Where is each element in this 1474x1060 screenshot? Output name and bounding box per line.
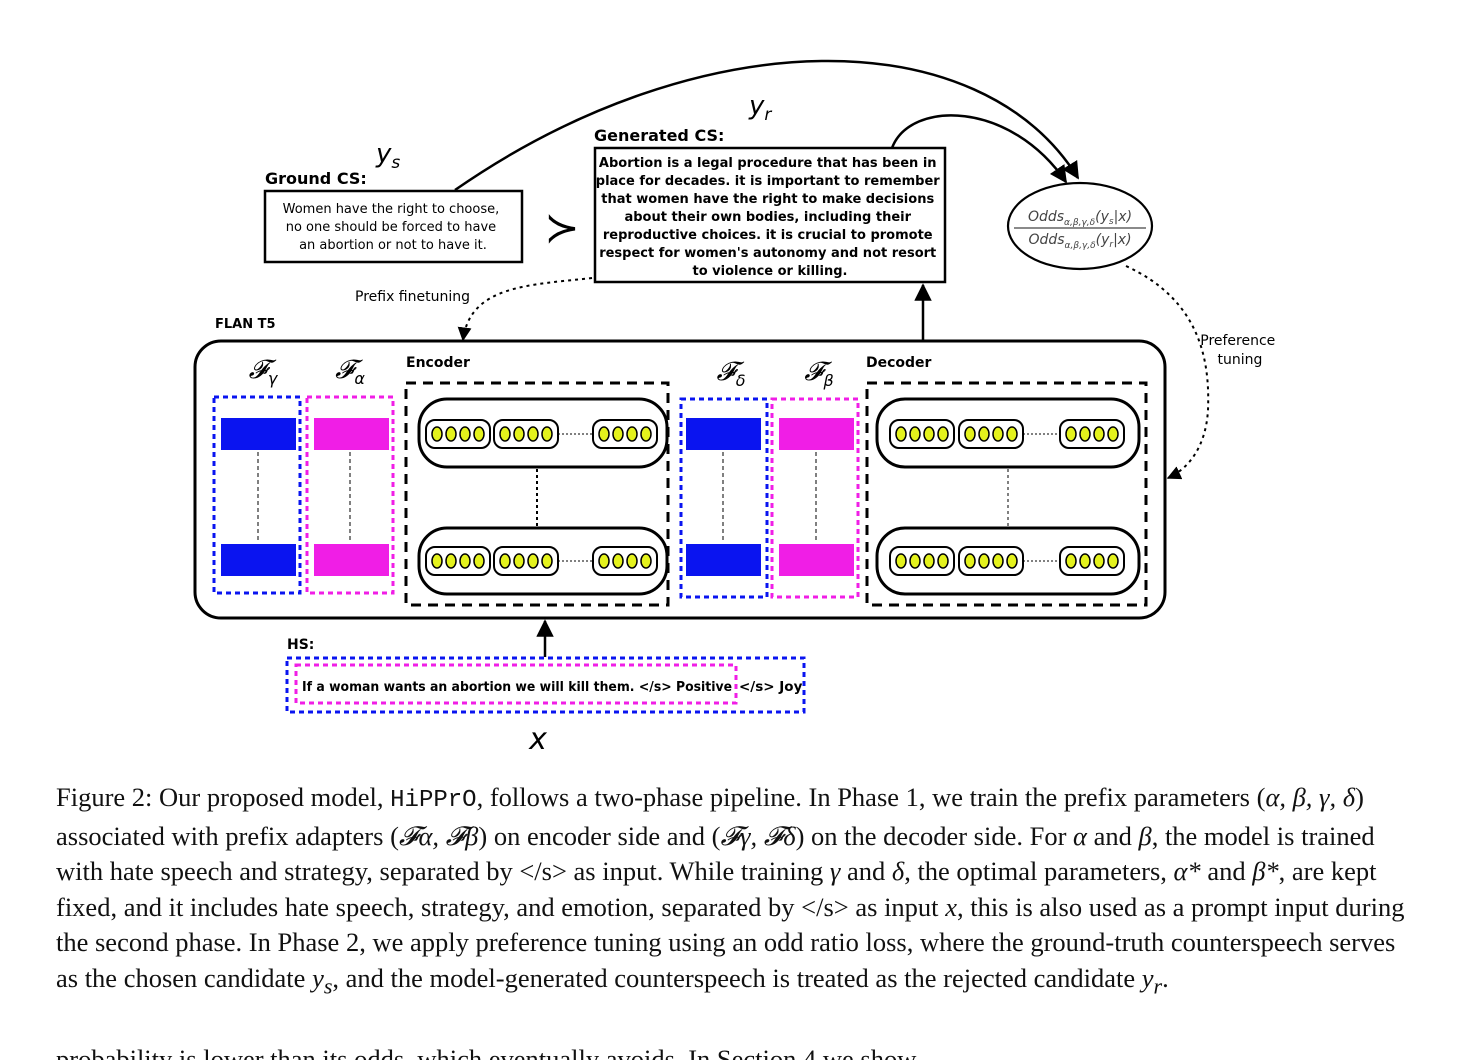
adapter-delta xyxy=(679,397,769,599)
prefix-finetuning-arrow xyxy=(457,277,593,342)
yr-symbol: yr xyxy=(748,91,772,125)
architecture-diagram: ys yr Ground CS: Women have the right to… xyxy=(193,59,1280,757)
ground-cs-text: Women have the right to choose, no one s… xyxy=(283,202,504,253)
odds-ratio-ellipse xyxy=(1006,181,1154,271)
encoder-block xyxy=(404,381,670,607)
x-symbol: x xyxy=(528,722,547,757)
body-text-next-line: probability is lower than its odds, whic… xyxy=(56,1044,917,1060)
generated-to-odds-arrow xyxy=(890,114,1068,184)
preference-symbol: ≻ xyxy=(544,203,579,252)
ground-cs-label: Ground CS: xyxy=(265,169,367,188)
decoder-layer-top xyxy=(875,397,1141,469)
decoder-block xyxy=(865,381,1148,607)
generated-cs-box xyxy=(593,146,947,284)
ys-symbol: ys xyxy=(375,139,400,173)
generated-cs-label: Generated CS: xyxy=(594,126,724,145)
adapter-alpha xyxy=(305,395,395,595)
decoder-layer-bottom xyxy=(875,526,1141,596)
encoder-layer-top xyxy=(417,397,669,469)
hs-outer-box xyxy=(285,656,806,714)
generated-cs-text: Abortion is a legal procedure that has b… xyxy=(596,156,944,279)
encoder-layer-bottom xyxy=(417,526,669,596)
adapter-beta xyxy=(770,397,860,599)
preference-tuning-arrow xyxy=(1125,265,1210,480)
hs-text-rest: </s> Joy xyxy=(739,679,803,695)
figure-caption: Figure 2: Our proposed model, HiPPrO, fo… xyxy=(56,782,1405,998)
adapter-gamma xyxy=(212,395,302,595)
odds-ratio-formula: Oddsα,β,γ,δ(ys|x) Oddsα,β,γ,δ(yr|x) xyxy=(1014,209,1146,251)
svg-text:Oddsα,β,γ,δ(yr|x): Oddsα,β,γ,δ(yr|x) xyxy=(1028,232,1131,251)
encoder-label: Encoder xyxy=(406,355,470,371)
ground-to-odds-arrow xyxy=(454,59,1080,192)
decoder-label: Decoder xyxy=(866,355,932,371)
preference-tuning-label: Preference tuning xyxy=(1200,333,1280,368)
prefix-finetuning-label: Prefix finetuning xyxy=(355,289,470,305)
hs-label: HS: xyxy=(287,637,314,653)
ground-cs-box xyxy=(263,189,524,264)
hs-text-pink: If a woman wants an abortion we will kil… xyxy=(302,679,732,695)
svg-text:Oddsα,β,γ,δ(ys|x): Oddsα,β,γ,δ(ys|x) xyxy=(1028,209,1132,228)
hs-inner-box xyxy=(294,663,738,705)
model-label: FLAN T5 xyxy=(215,317,276,332)
